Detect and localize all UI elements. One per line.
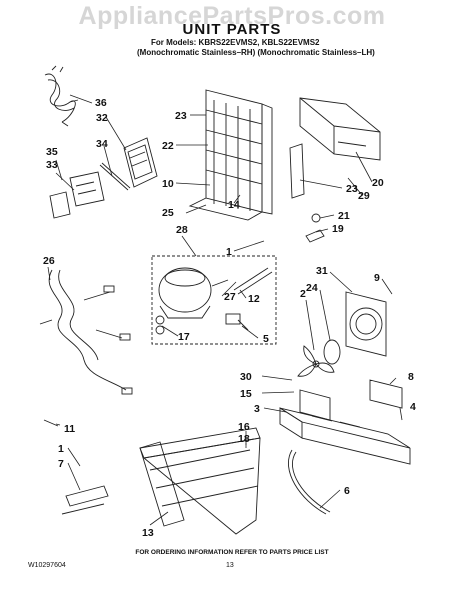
callout-10: 10	[162, 178, 174, 190]
callout-2: 2	[300, 288, 306, 300]
board-cover-part	[49, 191, 71, 219]
callout-30: 30	[240, 371, 252, 383]
callout-11: 11	[64, 423, 75, 435]
callout-23-right: 23	[346, 183, 358, 195]
callout-21: 21	[338, 210, 350, 222]
page-number: 13	[226, 562, 234, 569]
mount-clip-part	[155, 313, 241, 335]
wire-harness-part	[44, 65, 79, 127]
condenser-part	[188, 89, 273, 221]
callout-12: 12	[248, 293, 260, 305]
callout-numbers: 36 32 34 35 33 23 22 10 14 25 28 1 27 12…	[43, 97, 416, 539]
callout-14: 14	[228, 199, 240, 211]
thermistor-part	[99, 162, 131, 191]
callout-28: 28	[176, 224, 188, 236]
evaporator-drain-part	[299, 389, 331, 421]
callout-29: 29	[358, 190, 370, 202]
fan-blade-part	[297, 345, 335, 377]
model-list: For Models: KBRS22EVMS2, KBLS22EVMS2	[151, 38, 320, 47]
relay-part	[237, 319, 249, 331]
document-number: W10297604	[28, 562, 66, 569]
fan-motor-part	[323, 339, 341, 365]
callout-33: 33	[46, 159, 58, 171]
callout-4: 4	[410, 401, 416, 413]
callout-3: 3	[254, 403, 260, 415]
callout-leader-lines	[47, 94, 403, 526]
callout-32: 32	[96, 112, 108, 124]
callout-34: 34	[96, 138, 108, 150]
condenser-bracket-part	[289, 143, 305, 199]
drain-pan-part	[139, 427, 261, 535]
compressor-group-outline	[151, 255, 277, 345]
callout-7: 7	[58, 458, 64, 470]
air-duct-part	[299, 97, 381, 161]
callout-19: 19	[332, 223, 344, 235]
filter-drier-part	[233, 267, 273, 295]
callout-16: 16	[238, 421, 250, 433]
callout-24: 24	[306, 282, 318, 294]
fan-shroud-part	[345, 291, 387, 357]
heater-part	[61, 485, 109, 515]
motor-bracket-part	[369, 379, 403, 409]
callout-25: 25	[162, 207, 174, 219]
callout-6: 6	[344, 485, 350, 497]
circuit-board-part	[69, 171, 105, 207]
callout-1-upper: 1	[226, 246, 232, 258]
callout-17: 17	[178, 331, 190, 343]
callout-8: 8	[408, 371, 414, 383]
screw-part	[43, 419, 59, 427]
callout-9: 9	[374, 272, 380, 284]
watermark: AppliancePartsPros.com	[78, 2, 386, 30]
callout-23-top: 23	[175, 110, 187, 122]
callout-13: 13	[142, 527, 154, 539]
callout-1-lower: 1	[58, 443, 64, 455]
callout-31: 31	[316, 265, 328, 277]
callout-36: 36	[95, 97, 107, 109]
page-title: UNIT PARTS	[182, 21, 282, 38]
drain-tube-part	[287, 449, 331, 515]
callout-26: 26	[43, 255, 55, 267]
callout-5: 5	[263, 333, 269, 345]
grommet-part	[305, 213, 325, 243]
callout-22: 22	[162, 140, 174, 152]
compressor-part	[158, 267, 229, 319]
base-pan-part	[279, 407, 411, 465]
callout-20: 20	[372, 177, 384, 189]
callout-15: 15	[240, 388, 252, 400]
callout-18: 18	[238, 433, 250, 445]
model-variants: (Monochromatic Stainless–RH) (Monochroma…	[137, 48, 375, 57]
main-harness-part	[39, 269, 133, 395]
ordering-note: FOR ORDERING INFORMATION REFER TO PARTS …	[135, 549, 329, 556]
callout-27: 27	[224, 291, 236, 303]
control-box-part	[123, 137, 158, 188]
callout-35: 35	[46, 146, 58, 158]
